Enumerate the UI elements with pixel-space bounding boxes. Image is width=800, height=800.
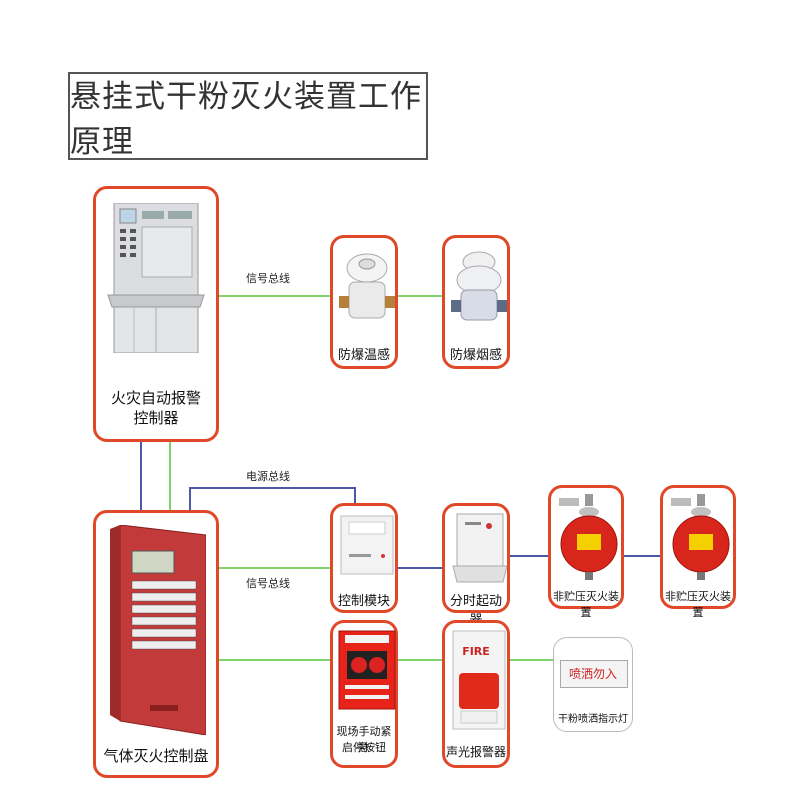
gas-control-cabinet-icon xyxy=(110,525,206,735)
manual-button-label-2: 启停按钮 xyxy=(342,741,386,754)
smoke-detector-node: 防爆烟感 xyxy=(442,235,510,369)
alarm-controller-cabinet-icon xyxy=(107,203,205,353)
heat-detector-node: 防爆温感 xyxy=(330,235,398,369)
emergency-start-stop-button-icon xyxy=(338,630,396,710)
control-module-label: 控制模块 xyxy=(337,594,390,609)
power-wire-to-module xyxy=(189,487,356,510)
signal-bus-bottom-label: 信号总线 xyxy=(246,577,290,590)
sound-light-alarm-node: FIRE 声光报警器 xyxy=(442,620,510,768)
timed-starter-device-icon xyxy=(452,513,507,583)
diagram-title: 悬挂式干粉灭火装置工作原理 xyxy=(70,79,422,160)
fire-alarm-controller-label-2: 控制器 xyxy=(133,409,179,427)
heat-detector-label: 防爆温感 xyxy=(337,348,390,363)
signal-bus-top-label: 信号总线 xyxy=(246,272,290,285)
explosion-proof-smoke-detector-icon xyxy=(451,251,507,321)
power-bus-label: 电源总线 xyxy=(246,470,290,483)
smoke-detector-label: 防爆烟感 xyxy=(449,348,502,363)
fire-alarm-controller-node: 火灾自动报警 控制器 xyxy=(93,186,219,442)
manual-button-label-1: 现场手动紧急 xyxy=(336,725,392,754)
extinguisher-1-label: 非贮压灭火装置 xyxy=(553,590,619,619)
extinguisher-2-node: 非贮压灭火装置 xyxy=(660,485,736,619)
gas-extinguish-panel-node: 气体灭火控制盘 xyxy=(93,510,219,778)
control-module-device-icon xyxy=(340,515,394,575)
extinguisher-2-label: 非贮压灭火装置 xyxy=(665,590,731,619)
spray-indicator-label: 干粉喷洒指示灯 xyxy=(558,714,628,725)
extinguisher-1-node: 非贮压灭火装置 xyxy=(548,485,624,619)
sound-light-alarm-icon xyxy=(452,630,506,730)
spray-indicator-panel-icon xyxy=(560,660,628,688)
sound-light-alarm-label: 声光报警器 xyxy=(445,745,506,759)
manual-button-node: 现场手动紧急 启停按钮 xyxy=(330,620,398,768)
spray-indicator-sign-text: 喷洒勿入 xyxy=(568,667,617,681)
alarm-fire-text: FIRE xyxy=(462,645,490,658)
timed-starter-node: 分时起动器 xyxy=(442,503,510,628)
diagram-title-box: 悬挂式干粉灭火装置工作原理 xyxy=(68,72,428,160)
extinguisher-1-icon xyxy=(559,494,618,580)
spray-indicator-node: 喷洒勿入 干粉喷洒指示灯 xyxy=(553,637,633,732)
explosion-proof-heat-detector-icon xyxy=(339,253,395,319)
control-module-node: 控制模块 xyxy=(330,503,398,613)
gas-extinguish-panel-label: 气体灭火控制盘 xyxy=(103,747,209,765)
extinguisher-2-icon xyxy=(671,494,730,580)
fire-alarm-controller-label-1: 火灾自动报警 xyxy=(110,389,201,407)
